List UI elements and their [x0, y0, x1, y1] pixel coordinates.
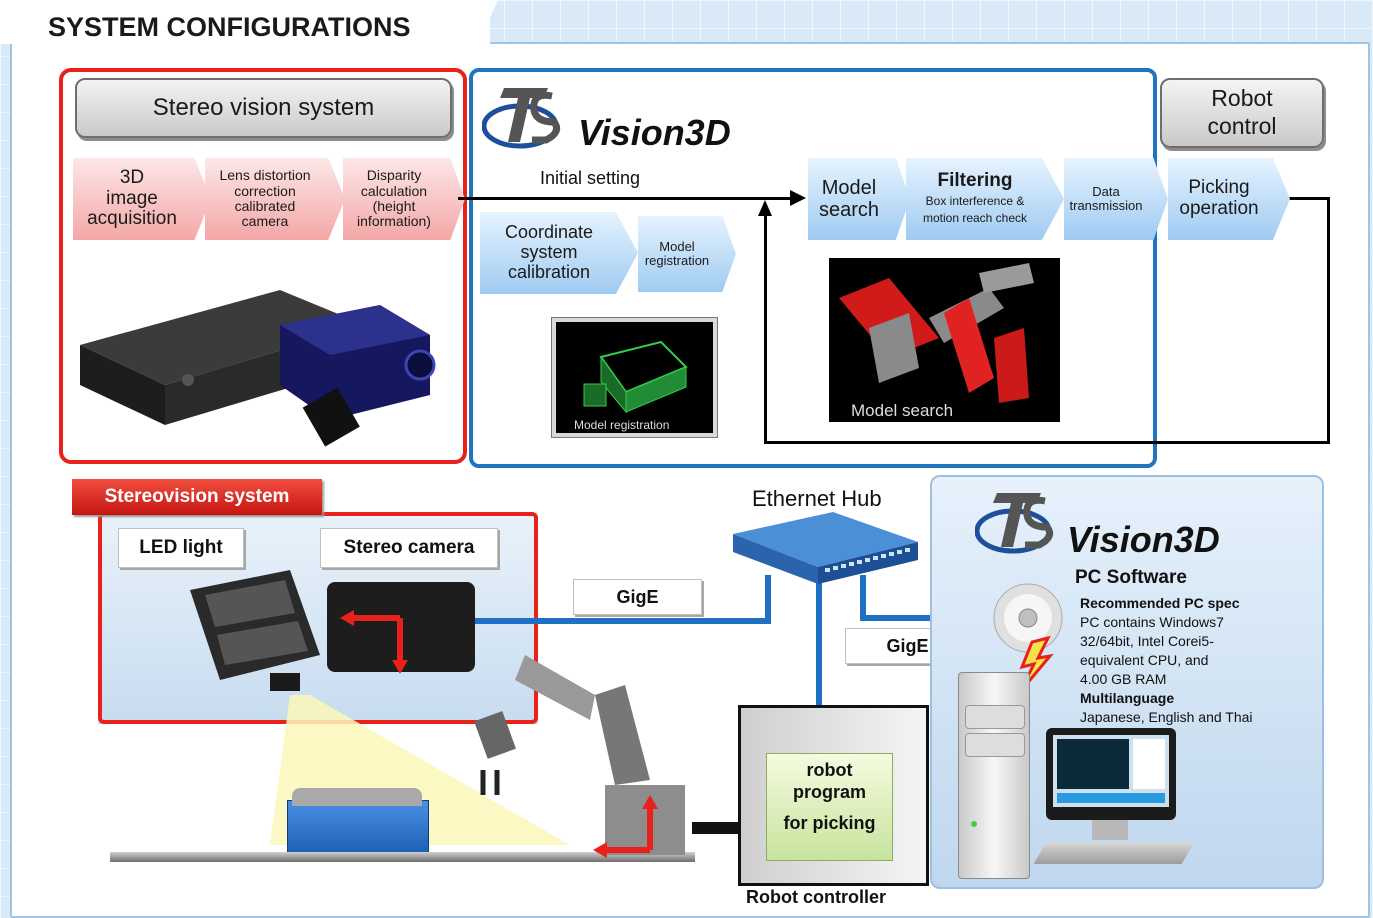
camera-hardware-illustration	[80, 290, 436, 447]
pc-multilanguage-title: Multilanguage	[1080, 690, 1175, 706]
pc-spec-line: equivalent CPU, and	[1080, 652, 1209, 668]
stereo-camera-label: Stereo camera	[320, 528, 498, 568]
led-light-label: LED light	[118, 528, 244, 568]
flow-line-out	[1285, 197, 1330, 200]
pc-multilanguage-line: Japanese, English and Thai	[1080, 709, 1253, 725]
flow-arrow-initial	[790, 190, 806, 206]
cable-camera-hub	[475, 618, 771, 624]
model-search-pointcloud	[839, 263, 1034, 403]
page-title: SYSTEM CONFIGURATIONS	[48, 12, 411, 42]
vision3d-logo: Vision3D	[482, 82, 752, 154]
title-tab	[0, 0, 490, 44]
vision3d-logo-text: Vision3D	[578, 112, 731, 153]
pc-spec-line: PC contains Windows7	[1080, 614, 1224, 630]
pc-software-label: PC Software	[1075, 567, 1187, 588]
model-search-caption: Model search	[851, 401, 954, 420]
pc-spec-line: 32/64bit, Intel Corei5-	[1080, 633, 1214, 649]
keyboard	[1033, 842, 1195, 864]
model-registration-screen: Model registration	[551, 317, 718, 438]
parts-pile	[292, 788, 422, 806]
pc-monitor	[1046, 728, 1176, 820]
led-light-device	[190, 570, 320, 691]
gige-label-camera: GigE	[573, 579, 702, 615]
flow-line-loop	[764, 212, 767, 444]
robot-arm	[474, 655, 685, 858]
parts-container	[287, 800, 429, 857]
power-led-icon	[971, 821, 977, 827]
robot-controller-label: Robot controller	[746, 887, 886, 907]
robot-program-line-3: for picking	[783, 813, 876, 834]
red-axis-arrows-camera	[340, 610, 408, 674]
cable-hub-pc-vert	[860, 575, 866, 620]
ethernet-hub-device	[733, 512, 918, 584]
flow-arrow-loop	[758, 200, 772, 216]
stereo-vision-header-label: Stereo vision system	[152, 94, 375, 121]
green-model-wireframe	[583, 340, 688, 414]
vision3d-frame	[469, 68, 1157, 468]
stereo-vision-frame	[59, 68, 467, 464]
flow-line-right	[1327, 197, 1330, 444]
initial-setting-label: Initial setting	[540, 168, 641, 188]
pc-spec-text: Recommended PC spec PC contains Windows7…	[1080, 594, 1253, 727]
robot-cable	[692, 822, 744, 834]
conveyor-belt	[110, 852, 695, 862]
model-search-screen: Model search	[829, 258, 1060, 422]
ethernet-hub-label: Ethernet Hub	[752, 486, 882, 511]
pc-tower	[958, 672, 1030, 879]
ts-logo-icon-pc	[975, 493, 1054, 554]
monitor-stand	[1092, 820, 1128, 840]
cable-hub-pc	[860, 615, 995, 621]
model-registration-caption: Model registration	[574, 418, 670, 432]
monitor-screen	[1053, 735, 1169, 807]
stereovision-tab: Stereovision system	[72, 479, 322, 515]
robot-program-line-2: program	[792, 781, 866, 802]
pc-logo-text: Vision3D	[1067, 519, 1220, 560]
cable-hub-controller	[816, 575, 822, 705]
pc-vision3d-logo: Vision3D	[975, 487, 1245, 560]
cable-camera-hub-vert	[765, 575, 771, 624]
ts-logo-icon	[482, 88, 561, 149]
flow-line-initial	[458, 197, 798, 200]
flow-line-bottom	[764, 441, 1330, 444]
robot-program-sheet: robot program for picking	[766, 753, 893, 861]
stereo-vision-header: Stereo vision system	[75, 78, 452, 138]
robot-program-line-1: robot	[806, 760, 853, 780]
pc-spec-line: 4.00 GB RAM	[1080, 671, 1167, 687]
pc-spec-title: Recommended PC spec	[1080, 595, 1240, 611]
title-tab-slant	[478, 0, 498, 44]
